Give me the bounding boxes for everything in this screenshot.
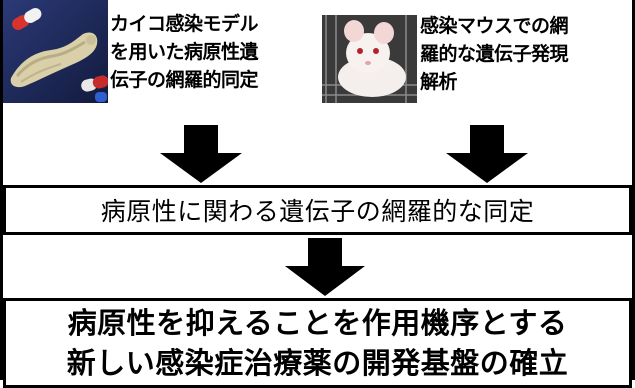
down-arrow-icon — [160, 125, 242, 187]
final-goal-text: 病原性を抑えることを作用機序とする 新しい感染症治療薬の開発基盤の確立 — [66, 306, 569, 380]
down-arrow-icon — [285, 238, 365, 300]
top-right-step-text: 感染マウスでの網 羅的な遺伝子発現 解析 — [420, 15, 569, 93]
middle-result-text: 病原性に関わる遺伝子の網羅的な同定 — [100, 197, 535, 226]
down-arrow-icon — [446, 125, 528, 187]
middle-result-box: 病原性に関わる遺伝子の網羅的な同定 — [3, 185, 632, 235]
diagram-frame — [0, 0, 635, 380]
top-left-step-text: カイコ感染モデル を用いた病原性遺 伝子の網羅的同定 — [110, 13, 259, 91]
mouse-photo — [322, 15, 417, 103]
final-goal-box: 病原性を抑えることを作用機序とする 新しい感染症治療薬の開発基盤の確立 — [3, 298, 632, 388]
silkworm-photo — [3, 0, 108, 103]
